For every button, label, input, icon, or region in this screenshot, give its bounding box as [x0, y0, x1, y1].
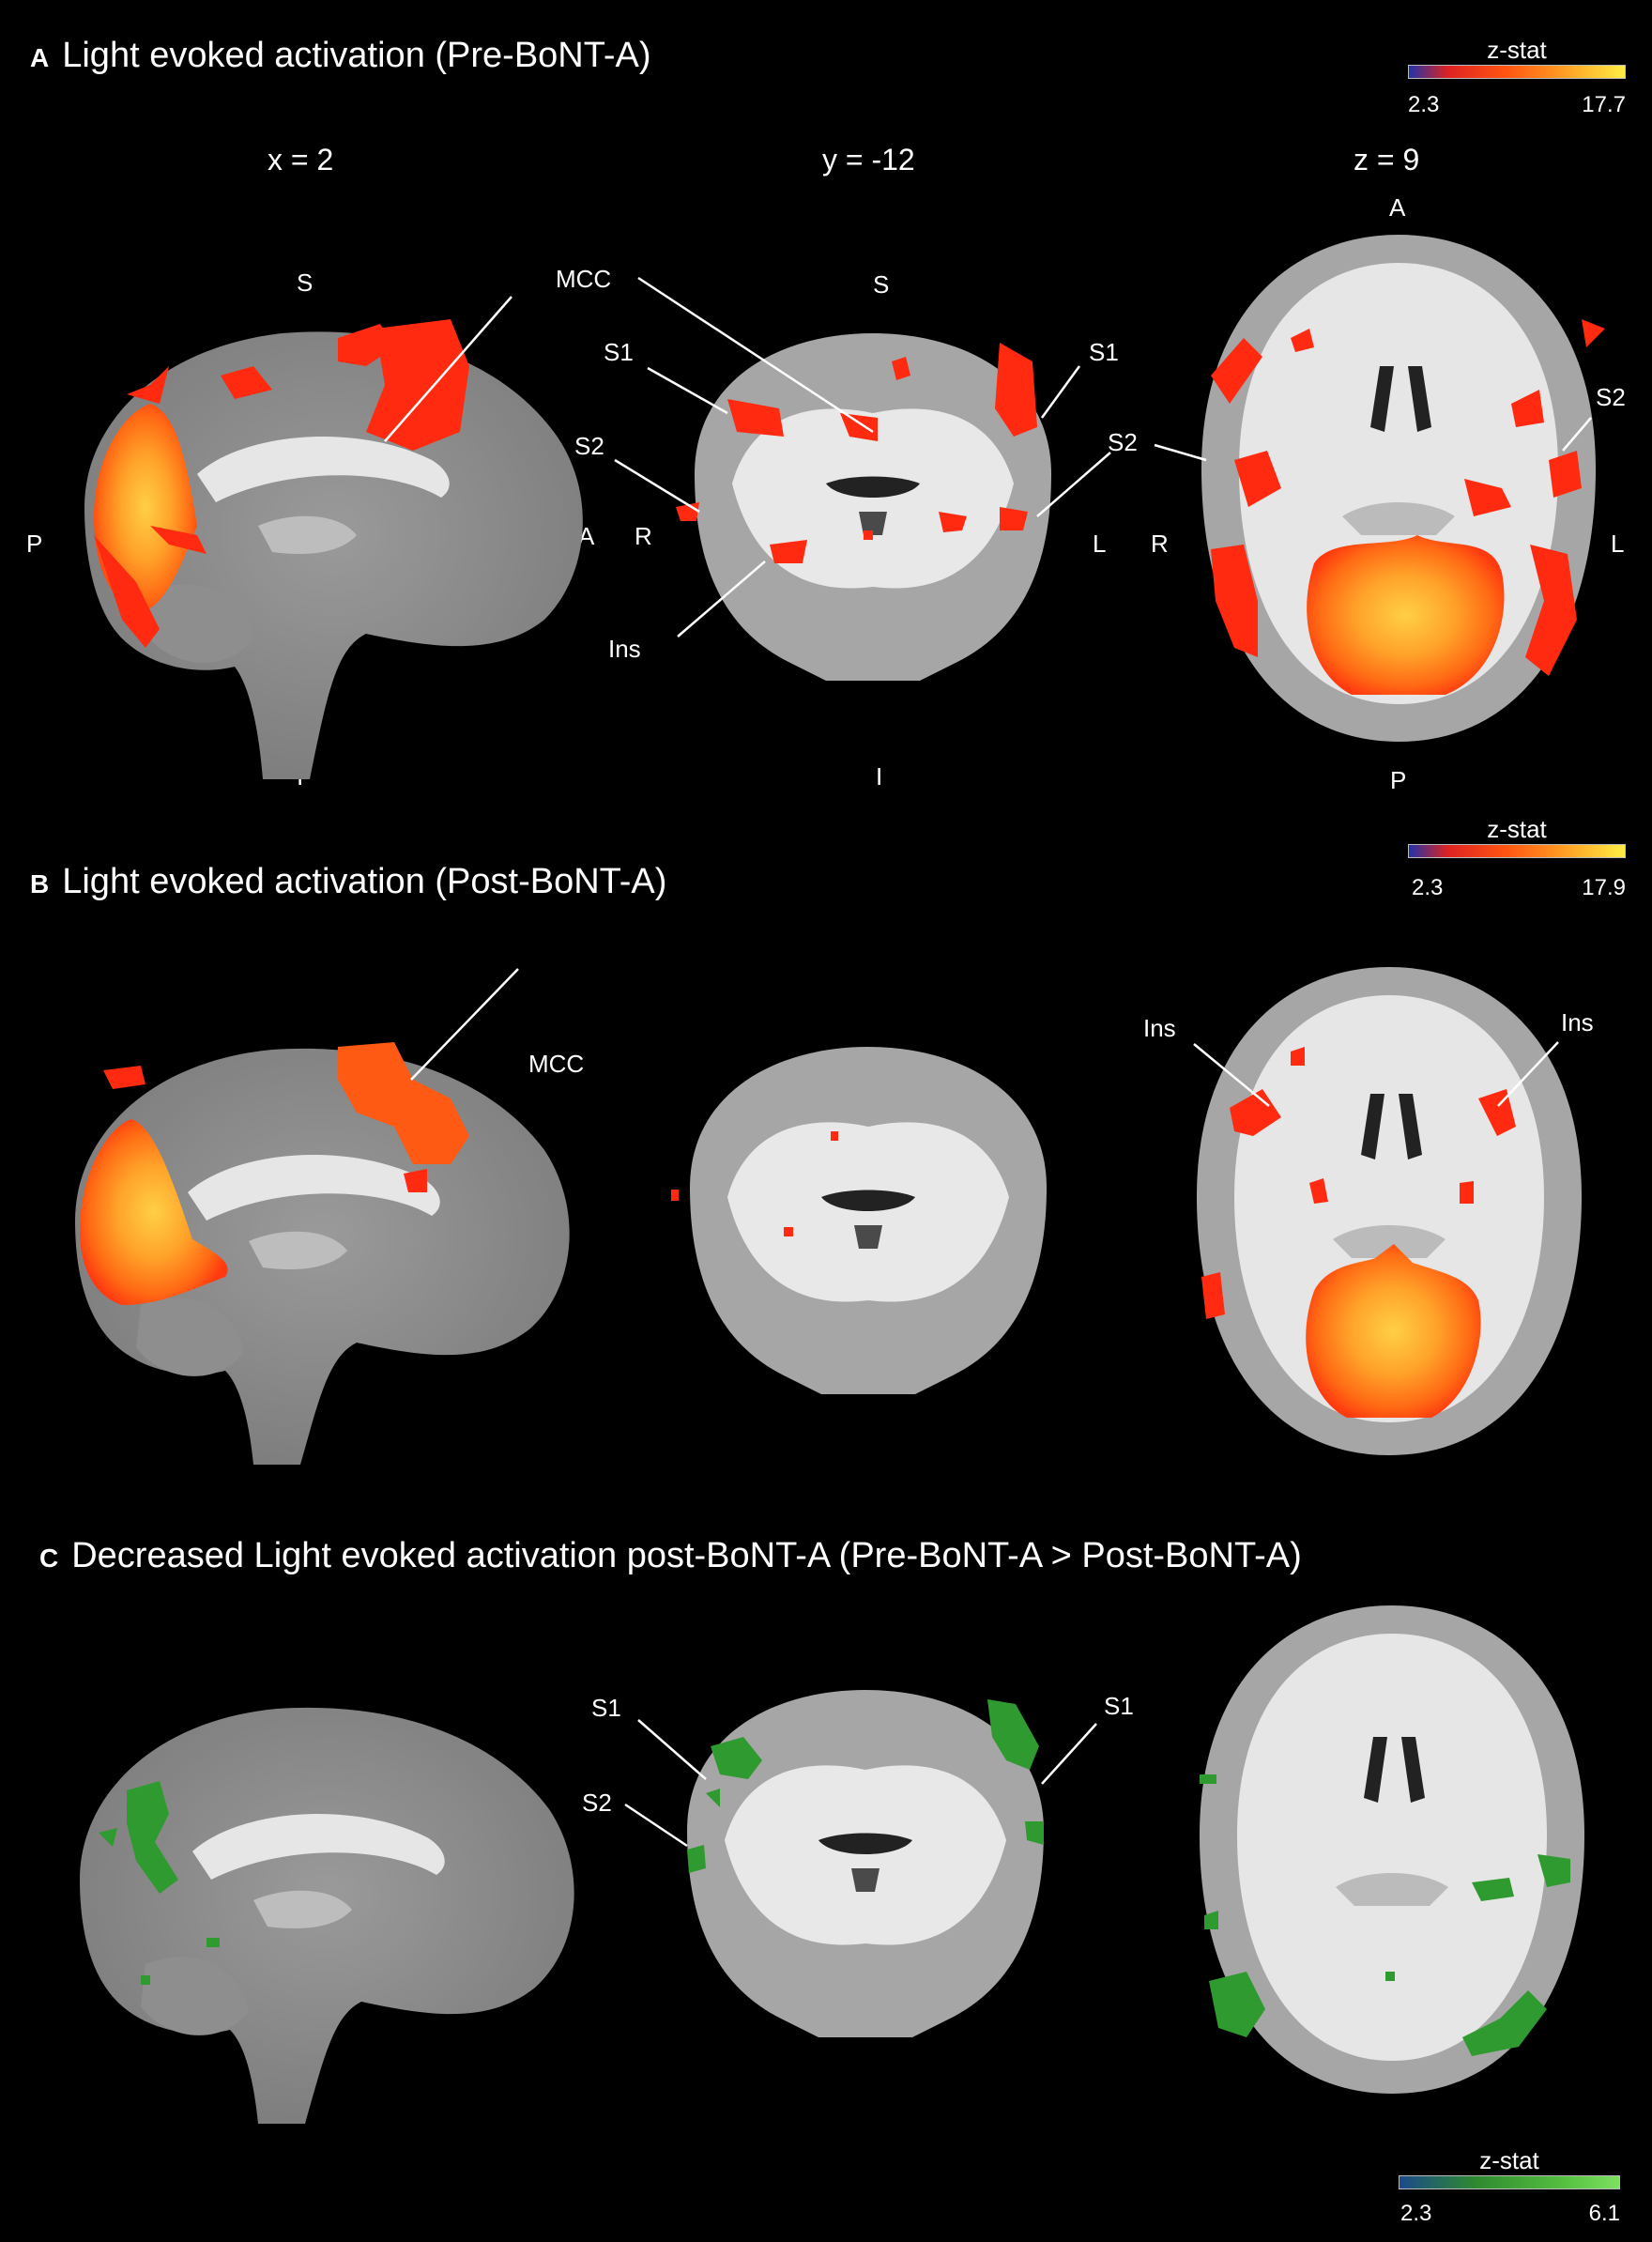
label-s2-right-coronal-a: S2 — [574, 432, 604, 460]
axial-slice-b — [1197, 967, 1582, 1455]
label-ins-left-b: Ins — [1561, 1008, 1594, 1037]
panel-b-letter: B — [30, 869, 50, 898]
sagittal-slice-a — [84, 319, 583, 779]
colorbar-a-max: 17.7 — [1582, 92, 1626, 117]
colorbar-c-title: z-stat — [1479, 2146, 1539, 2174]
colorbar-c-min: 2.3 — [1400, 2201, 1432, 2226]
orient-left-coronal: L — [1093, 530, 1107, 558]
coronal-slice-b — [671, 1047, 1047, 1394]
panel-a-letter: A — [30, 43, 50, 72]
sagittal-slice-b — [75, 1042, 570, 1465]
coord-axial: z = 9 — [1354, 143, 1420, 177]
label-s1-left-a: S1 — [1089, 338, 1119, 366]
orient-anterior-axial: A — [1389, 193, 1406, 222]
label-s1-right-c: S1 — [591, 1694, 621, 1722]
leader-lines-c — [624, 1719, 1097, 1848]
label-s2-left-axial-a: S2 — [1596, 383, 1626, 411]
label-s1-right-a: S1 — [604, 338, 634, 366]
panel-b-title-text: Light evoked activation (Post-BoNT-A) — [62, 862, 667, 901]
axial-slice-c — [1200, 1605, 1584, 2094]
leader-lines-a — [384, 276, 1592, 637]
colorbar-c-gradient — [1399, 2175, 1620, 2189]
panel-a-title-text: Light evoked activation (Pre-BoNT-A) — [62, 36, 651, 75]
panel-c-letter: C — [39, 1543, 59, 1573]
panel-b-title: B Light evoked activation (Post-BoNT-A) — [30, 862, 666, 902]
orient-posterior-axial: P — [1390, 766, 1407, 794]
colorbar-b-title: z-stat — [1487, 815, 1547, 843]
coronal-slice-c — [687, 1690, 1044, 2037]
colorbar-c: z-stat 2.3 6.1 — [1399, 2146, 1620, 2229]
label-s2-right-c: S2 — [582, 1789, 612, 1817]
sagittal-slice-c — [80, 1707, 574, 2124]
panel-c-title: C Decreased Light evoked activation post-… — [39, 1536, 1302, 1576]
orient-superior-coronal: S — [873, 270, 890, 299]
orient-right-coronal: R — [635, 522, 652, 550]
coronal-slice-a — [676, 333, 1051, 681]
colorbar-c-max: 6.1 — [1588, 2201, 1620, 2226]
colorbar-b-min: 2.3 — [1412, 875, 1444, 900]
orient-posterior-sagittal: P — [26, 530, 43, 558]
colorbar-a: z-stat 2.3 17.7 — [1408, 36, 1626, 120]
label-mcc-b: MCC — [528, 1050, 585, 1078]
colorbar-b: z-stat 2.3 17.9 — [1408, 815, 1626, 903]
axial-slice-a — [1201, 235, 1605, 742]
orient-left-axial: L — [1611, 530, 1625, 558]
coord-coronal: y = -12 — [822, 143, 915, 177]
colorbar-a-gradient — [1408, 65, 1626, 79]
leader-lines-b — [410, 968, 1559, 1107]
colorbar-b-gradient — [1408, 844, 1626, 858]
orient-superior-sagittal: S — [297, 269, 314, 297]
orient-inferior-coronal: I — [876, 762, 883, 791]
coord-sagittal: x = 2 — [268, 143, 334, 177]
colorbar-b-max: 17.9 — [1582, 875, 1626, 900]
colorbar-a-title: z-stat — [1487, 36, 1547, 64]
label-ins-right-b: Ins — [1143, 1014, 1176, 1042]
panel-a-title: A Light evoked activation (Pre-BoNT-A) — [30, 36, 651, 76]
label-mcc-a: MCC — [556, 265, 612, 293]
label-ins-a: Ins — [608, 635, 641, 663]
label-s2-left-coronal-a: S2 — [1108, 428, 1138, 456]
panel-c-title-text: Decreased Light evoked activation post-B… — [71, 1536, 1302, 1575]
orient-right-axial: R — [1151, 530, 1169, 558]
label-s1-left-c: S1 — [1104, 1692, 1134, 1720]
colorbar-a-min: 2.3 — [1408, 92, 1440, 117]
